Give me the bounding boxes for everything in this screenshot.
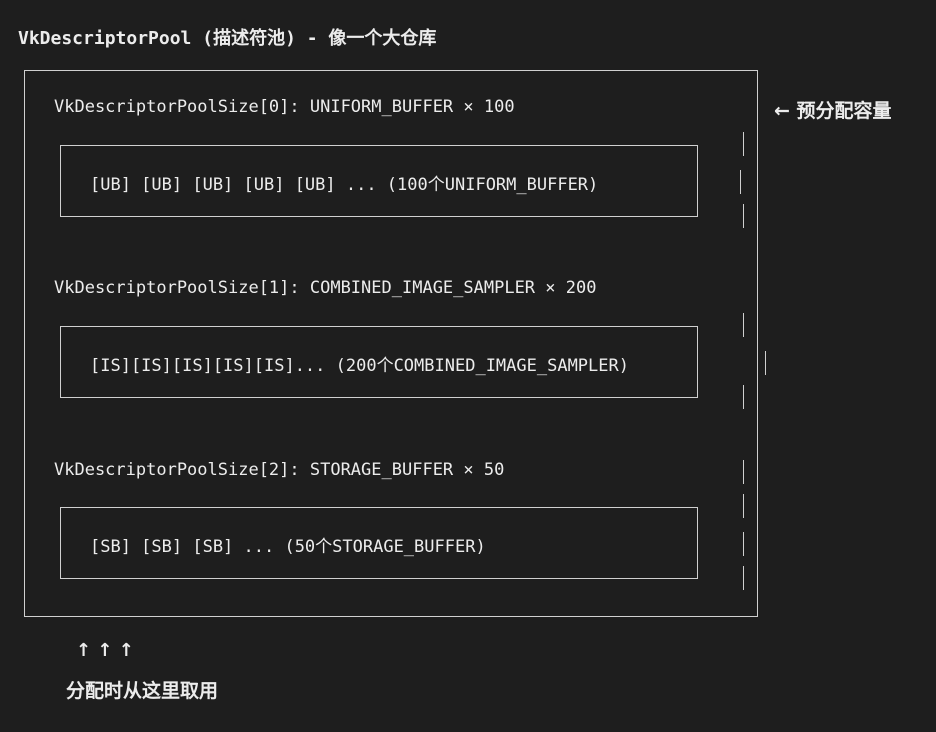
ascii-pipe: [765, 351, 766, 375]
descriptor-pool-box: [24, 70, 758, 617]
ascii-pipe: [740, 170, 741, 194]
pool-size-0-heading: VkDescriptorPoolSize[0]: UNIFORM_BUFFER …: [54, 97, 515, 117]
ascii-pipe: [743, 532, 744, 556]
pool-size-2-cells: [SB] [SB] [SB] ... (50个STORAGE_BUFFER): [90, 537, 486, 557]
ascii-pipe: [743, 494, 744, 518]
allocation-arrows: ↑ ↑ ↑: [76, 640, 134, 661]
ascii-pipe: [743, 460, 744, 484]
preallocated-capacity-note: ← 预分配容量: [774, 100, 892, 122]
pool-size-2-box: [60, 507, 698, 579]
ascii-pipe: [743, 204, 744, 228]
ascii-pipe: [743, 132, 744, 156]
allocation-note: 分配时从这里取用: [66, 680, 219, 702]
pool-size-1-heading: VkDescriptorPoolSize[1]: COMBINED_IMAGE_…: [54, 278, 597, 298]
pool-size-1-box: [60, 326, 698, 398]
pool-size-0-box: [60, 145, 698, 217]
ascii-pipe: [743, 566, 744, 590]
diagram-title: VkDescriptorPool (描述符池) - 像一个大仓库: [18, 28, 437, 49]
pool-size-2-heading: VkDescriptorPoolSize[2]: STORAGE_BUFFER …: [54, 460, 505, 480]
ascii-pipe: [743, 385, 744, 409]
pool-size-1-cells: [IS][IS][IS][IS][IS]... (200个COMBINED_IM…: [90, 356, 629, 376]
ascii-pipe: [743, 313, 744, 337]
pool-size-0-cells: [UB] [UB] [UB] [UB] [UB] ... (100个UNIFOR…: [90, 175, 599, 195]
